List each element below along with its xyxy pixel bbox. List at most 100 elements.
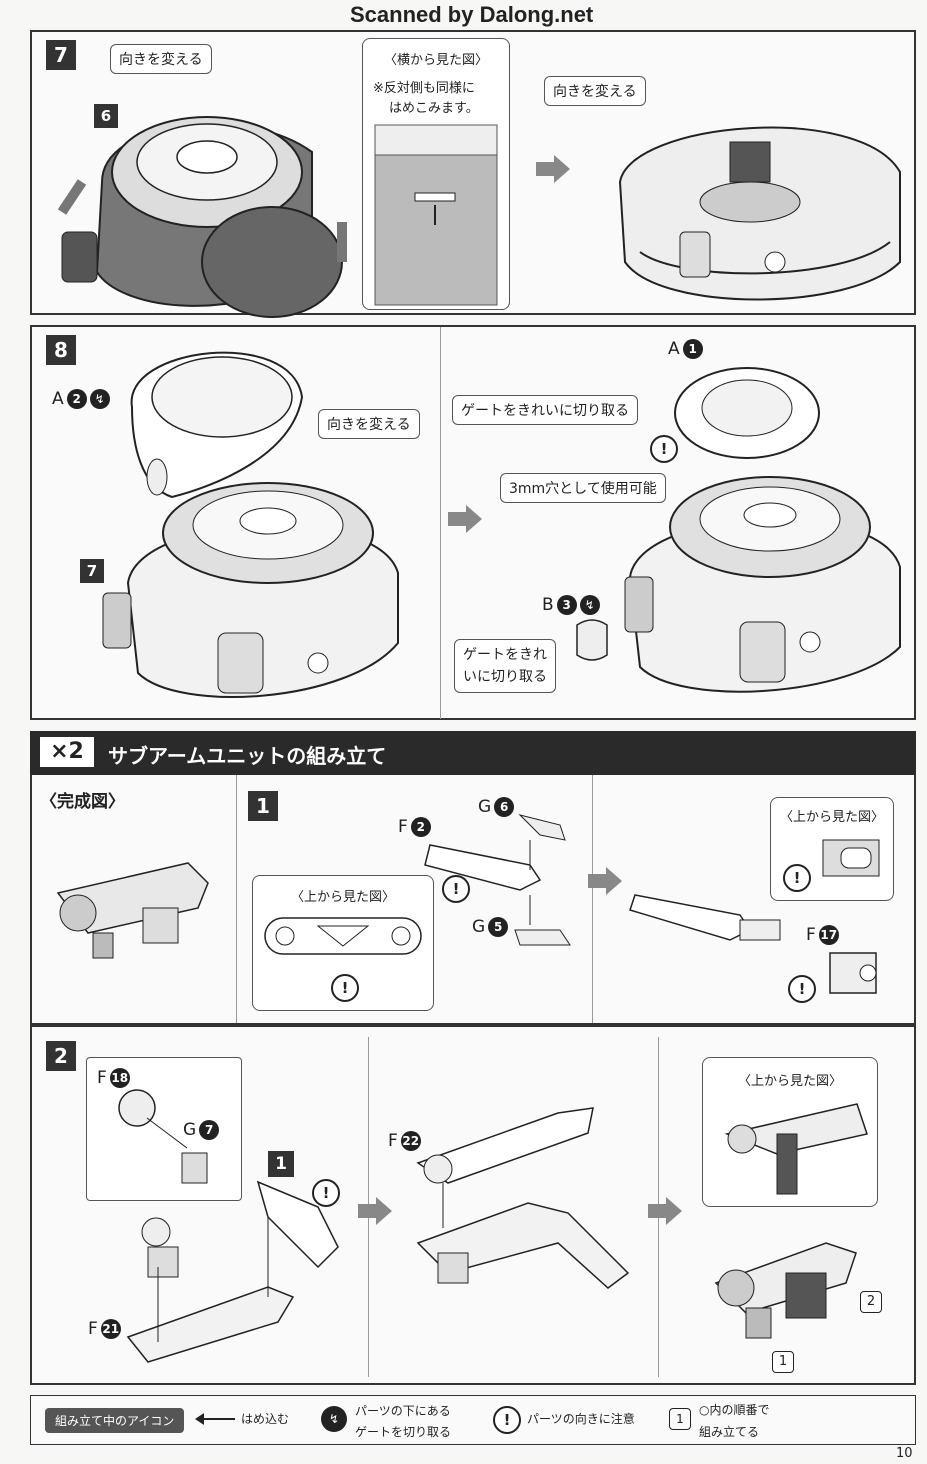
step8-panel: 8 A 2 ↯ 向きを変える 7 A 1 ゲートをきれいに切り取る ! 3mm穴… [30, 325, 916, 720]
step7-open-drum-illustration [618, 126, 901, 301]
step8-cover-ring-illustration [130, 351, 304, 499]
step8-part-B3-num: 3 [556, 595, 577, 615]
step8-part-B3-illustration [576, 619, 608, 661]
step2-panel: 2 F 18 G 7 1 ! F 21 F 22 [30, 1025, 916, 1385]
watermark: Scanned by Dalong.net [350, 2, 594, 27]
step1-part-G5-num: 5 [488, 917, 509, 937]
step8-sub-part-number: 7 [80, 559, 104, 583]
orientation-warning-icon: ! [650, 435, 678, 463]
step8-drum-illustration-right [624, 476, 901, 693]
step1-next-arrow [588, 867, 622, 895]
row1-divider-1 [236, 775, 237, 1023]
step8-drum-illustration-left [102, 482, 399, 698]
step2-part-F18-letter: F [97, 1068, 107, 1088]
step1-part-F17-illustration [829, 952, 877, 994]
completed-sub-arm-illustration [56, 862, 209, 959]
step1-part-F17-num: 17 [818, 925, 839, 945]
legend-order-icon: 1 [669, 1408, 691, 1430]
step2-next-arrow-1 [358, 1197, 392, 1225]
section-multiplier: ×2 [40, 737, 94, 767]
step8-callout-gate-cut2-line2: いに切り取る [463, 669, 547, 685]
legend-order-icon-num: 1 [676, 1412, 684, 1426]
step8-part-A1-num: 1 [682, 339, 703, 359]
step2-left-assembly-illustration [126, 1180, 339, 1363]
step8-part-A2: A 2 ↯ [52, 389, 110, 409]
step1-part-F2: F 2 [398, 817, 431, 837]
legend-item-order-2: 組み立てる [699, 1425, 760, 1439]
step8-callout-rotate: 向きを変える [318, 409, 420, 439]
step8-part-A2-num: 2 [66, 389, 87, 409]
row1-divider-2 [592, 775, 593, 1023]
step1-parts-illustration [424, 814, 571, 946]
step7-side-view-box: 〈横から見た図〉 ※反対側も同様に はめこみます。 [362, 38, 510, 310]
order-marker-1: 1 [772, 1351, 794, 1373]
step8-ring-A1-illustration [674, 367, 820, 459]
step2-part-G7-letter: G [183, 1120, 197, 1140]
step8-part-B3: B 3 ↯ [542, 595, 600, 615]
step7-side-view-note-2: はめこみます。 [389, 101, 479, 116]
step2-part-F22: F 22 [388, 1131, 421, 1151]
step1-top-view-box2: 〈上から見た図〉 ! [770, 797, 894, 901]
orientation-warning-icon: ! [331, 974, 359, 1002]
step1-part-F2-num: 2 [410, 817, 431, 837]
step1-part-G5: G 5 [472, 917, 509, 937]
step8-part-A2-letter: A [52, 389, 64, 409]
step7-side-view-title: 〈横から見た図〉 [383, 53, 488, 68]
icon-legend: 組み立て中のアイコン はめ込む ↯ パーツの下にある ゲートを切り取る ! パー… [30, 1395, 916, 1445]
step1-top-view-title: 〈上から見た図〉 [290, 890, 395, 905]
legend-item-orientation: パーツの向きに注意 [527, 1412, 635, 1426]
step7-panel: 7 向きを変える 6 〈横から見た図〉 ※反対側も同様に はめこみます。 向きを… [30, 30, 916, 318]
completed-title: 〈完成図〉 [40, 792, 125, 812]
orientation-warning-icon: ! [312, 1179, 340, 1207]
step8-next-arrow [448, 505, 482, 533]
step1-part-F17: F 17 [806, 925, 839, 945]
section-header-bar: ×2 サブアームユニットの組み立て [30, 731, 916, 775]
step2-top-view-box: 〈上から見た図〉 [702, 1057, 878, 1207]
order-1-label: 1 [778, 1354, 788, 1369]
step2-part-F22-letter: F [388, 1131, 398, 1151]
step2-part-F21: F 21 [88, 1319, 121, 1339]
step1-top-view-title2: 〈上から見た図〉 [779, 810, 884, 825]
step8-part-B3-letter: B [542, 595, 554, 615]
step1-part-G6-num: 6 [494, 797, 515, 817]
page-number: 10 [896, 1446, 913, 1461]
gate-cut-icon: ↯ [579, 595, 600, 615]
step2-subassembly-box: F 18 G 7 [86, 1057, 242, 1201]
orientation-warning-icon: ! [783, 864, 811, 892]
step1-part-F2-letter: F [398, 817, 408, 837]
step1-top-view-part-illustration [822, 839, 880, 877]
orientation-warning-icon: ! [442, 875, 470, 903]
orientation-warning-icon: ! [493, 1406, 521, 1434]
step8-number: 8 [46, 335, 76, 365]
step8-divider [440, 327, 441, 719]
order-2-label: 2 [866, 1294, 876, 1309]
step8-callout-gate-cut: ゲートをきれいに切り取る [452, 395, 638, 425]
step2-part-G7-num: 7 [199, 1120, 220, 1140]
legend-item-gate-cut-1: パーツの下にある [355, 1404, 451, 1418]
step7-callout-rotate-right: 向きを変える [544, 76, 646, 106]
legend-item-order-1: ○内の順番で [699, 1403, 770, 1417]
legend-title: 組み立て中のアイコン [45, 1408, 185, 1433]
orientation-warning-icon: ! [788, 975, 816, 1003]
step1-number: 1 [248, 791, 278, 821]
step1-top-view-illustration [264, 917, 422, 955]
step2-middle-assembly-illustration [416, 1107, 630, 1289]
step8-part-A1: A 1 [668, 339, 703, 359]
step7-side-view-illustration [374, 124, 498, 306]
step8-part-A1-letter: A [668, 339, 680, 359]
step2-sub-step-number: 1 [268, 1151, 294, 1177]
legend-item-gate-cut-2: ゲートを切り取る [355, 1425, 452, 1439]
step7-sub-part-number: 6 [94, 104, 118, 128]
step2-part-F18: F 18 [97, 1068, 130, 1088]
step1-part-F17-letter: F [806, 925, 816, 945]
step7-next-arrow [536, 155, 570, 183]
step1-arm-assembled-illustration [629, 894, 781, 941]
step7-callout-rotate-left: 向きを変える [110, 44, 212, 74]
step2-part-F21-num: 21 [100, 1319, 121, 1339]
legend-item-insert: はめ込む [241, 1412, 290, 1426]
step2-next-arrow-2 [648, 1197, 682, 1225]
step2-top-view-illustration [724, 1103, 868, 1195]
legend-insert-arrow-icon [201, 1418, 235, 1420]
step2-part-F21-letter: F [88, 1319, 98, 1339]
step2-part-F18-illustration [118, 1089, 208, 1184]
